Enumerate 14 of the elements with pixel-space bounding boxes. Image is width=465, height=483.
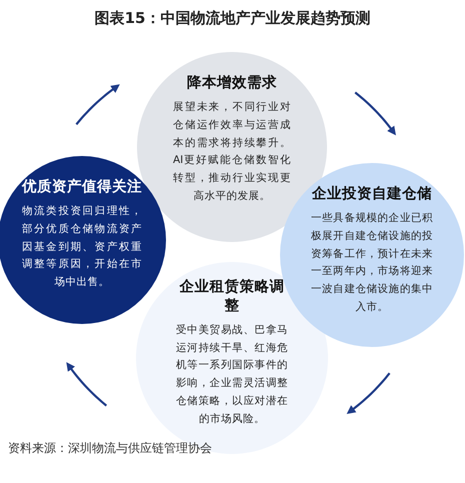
circle-heading: 降本增效需求	[186, 74, 278, 93]
circle-heading: 企业投资自建仓储	[311, 185, 433, 204]
circle-heading: 企业租赁策略调整	[178, 278, 286, 316]
source-note: 资料来源：深圳物流与供应链管理协会	[8, 440, 212, 457]
curved-arrow	[76, 84, 120, 126]
circle-text: 展望未来，不同行业对仓储运作效率与运营成本的需求将持续攀升。AI更好赋能仓储数智化转型，推动行业实现更高水平的发展。	[173, 100, 291, 204]
curved-arrow	[354, 92, 396, 136]
circle-text: 物流类投资回归理性，部分优质仓储物流资产因基金到期、资产权重调整等原因，开始在市场中出售。	[22, 204, 142, 290]
curved-arrow	[66, 362, 108, 406]
circle-heading: 优质资产值得关注	[22, 178, 142, 197]
chart-title: 图表15：中国物流地产产业发展趋势预测	[94, 9, 372, 28]
circle-text: 一些具备规模的企业已积极展开自建仓储设施的投资筹备工作，预计在未来一至两年内，市场将迎来一波自建仓储设施的集中入市。	[311, 210, 433, 316]
circle-text: 受中美贸易战、巴拿马运河持续干旱、红海危机等一系列国际事件的影响，企业需灵活调整仓储策略，以应对潜在的市场风险。	[176, 322, 288, 427]
curved-arrow	[346, 372, 390, 414]
